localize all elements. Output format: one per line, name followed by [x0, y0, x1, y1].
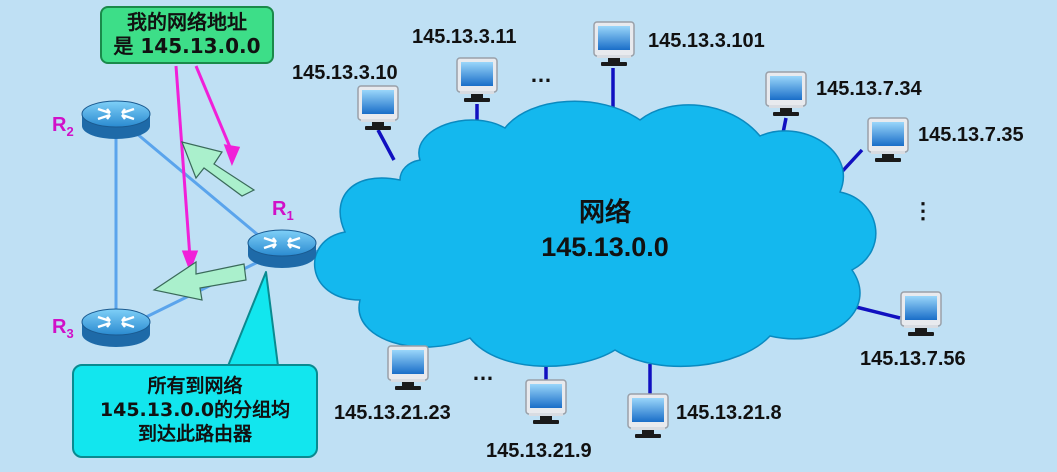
callout-line: 所有到网络: [147, 375, 243, 397]
host-label: 145.13.7.34: [816, 78, 922, 100]
network-address-callout: 我的网络地址 是 145.13.0.0: [100, 6, 274, 64]
router-letter: R: [272, 198, 287, 220]
magenta-pointers: [174, 65, 241, 273]
host-computer-icon[interactable]: [900, 291, 942, 337]
router-subscript: 2: [66, 124, 74, 139]
router-subscript: 3: [66, 326, 74, 341]
host-computer-icon[interactable]: [627, 393, 669, 439]
host-computer-icon[interactable]: [456, 57, 498, 103]
callout-pointer: [227, 271, 279, 367]
host-label: 145.13.21.8: [676, 402, 782, 424]
host-label: 145.13.3.101: [648, 30, 765, 52]
network-address: 145.13.0.0: [541, 232, 669, 262]
host-label: 145.13.21.9: [486, 440, 592, 462]
router-letter: R: [52, 114, 67, 136]
host-computer-icon[interactable]: [357, 85, 399, 131]
advert-arrow-to-r2: [181, 141, 256, 197]
host-computer-icon[interactable]: [765, 71, 807, 117]
routing-callout: 所有到网络 145.13.0.0的分组均 到达此路由器: [72, 364, 318, 458]
host-label: 145.13.3.10: [292, 62, 398, 84]
network-label: 网络 145.13.0.0: [500, 196, 710, 264]
host-label: 145.13.7.35: [918, 124, 1024, 146]
advert-arrow-to-r3: [152, 260, 247, 301]
host-computer-icon[interactable]: [387, 345, 429, 391]
host-label: 145.13.21.23: [334, 402, 451, 424]
host-computer-icon[interactable]: [525, 379, 567, 425]
router-r2-label: R2: [52, 114, 74, 139]
callout-line: 145.13.0.0的分组均: [99, 399, 291, 421]
router-r2-icon[interactable]: [80, 99, 152, 141]
host-computer-icon[interactable]: [593, 21, 635, 67]
host-label: 145.13.7.56: [860, 348, 966, 370]
router-r1-icon[interactable]: [246, 228, 318, 270]
ellipsis-top: …: [530, 62, 552, 87]
router-subscript: 1: [286, 208, 294, 223]
network-title: 网络: [578, 198, 631, 228]
ellipsis-bottom: …: [472, 360, 494, 385]
router-letter: R: [52, 316, 67, 338]
callout-line: 我的网络地址: [127, 10, 247, 34]
host-computer-icon[interactable]: [867, 117, 909, 163]
network-cloud: [313, 100, 877, 368]
router-r3-label: R3: [52, 316, 74, 341]
callout-line: 到达此路由器: [137, 423, 252, 445]
host-label: 145.13.3.11: [412, 26, 517, 48]
router-r3-icon[interactable]: [80, 307, 152, 349]
callout-line: 是 145.13.0.0: [113, 34, 261, 58]
router-r1-label: R1: [272, 198, 294, 223]
ellipsis-right: ⋮: [912, 198, 934, 223]
